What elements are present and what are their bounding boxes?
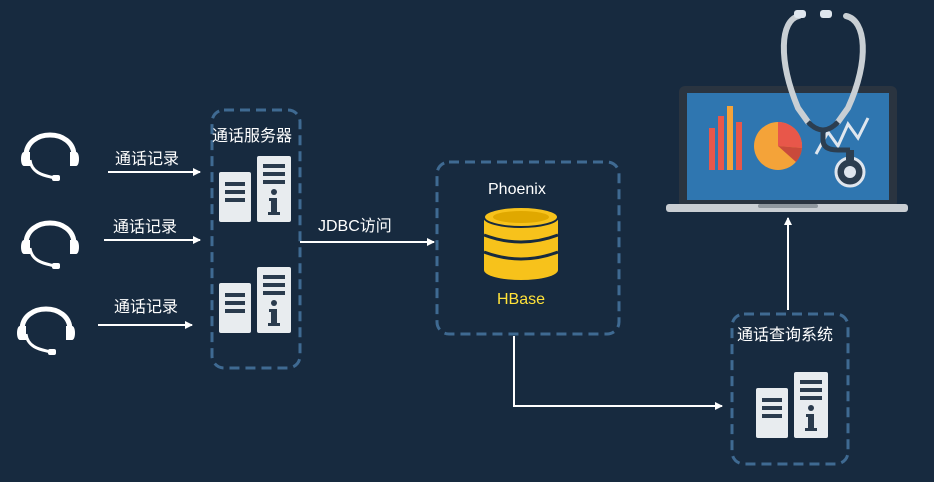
stethoscope-icon xyxy=(780,10,866,188)
hbase-to-query-arrow xyxy=(513,336,723,410)
headset-icon xyxy=(21,135,79,181)
database-icon xyxy=(483,206,559,280)
headset-icon xyxy=(21,223,79,269)
server-icon xyxy=(219,156,291,222)
call-server-title: 通话服务器 xyxy=(212,128,293,145)
headset-label-1: 通话记录 xyxy=(115,151,180,168)
server-icon xyxy=(756,372,828,438)
call-server-box xyxy=(210,108,302,370)
headset-icon xyxy=(17,309,75,355)
query-system-title: 通话查询系统 xyxy=(737,327,834,344)
headset-label-3: 通话记录 xyxy=(114,299,179,316)
phoenix-label: Phoenix xyxy=(488,181,546,198)
server-icon xyxy=(219,267,291,333)
jdbc-label: JDBC访问 xyxy=(318,218,392,235)
headset-label-2: 通话记录 xyxy=(113,219,178,236)
hbase-label: HBase xyxy=(497,291,546,308)
phoenix-box xyxy=(435,160,621,336)
laptop-icon xyxy=(666,86,908,212)
